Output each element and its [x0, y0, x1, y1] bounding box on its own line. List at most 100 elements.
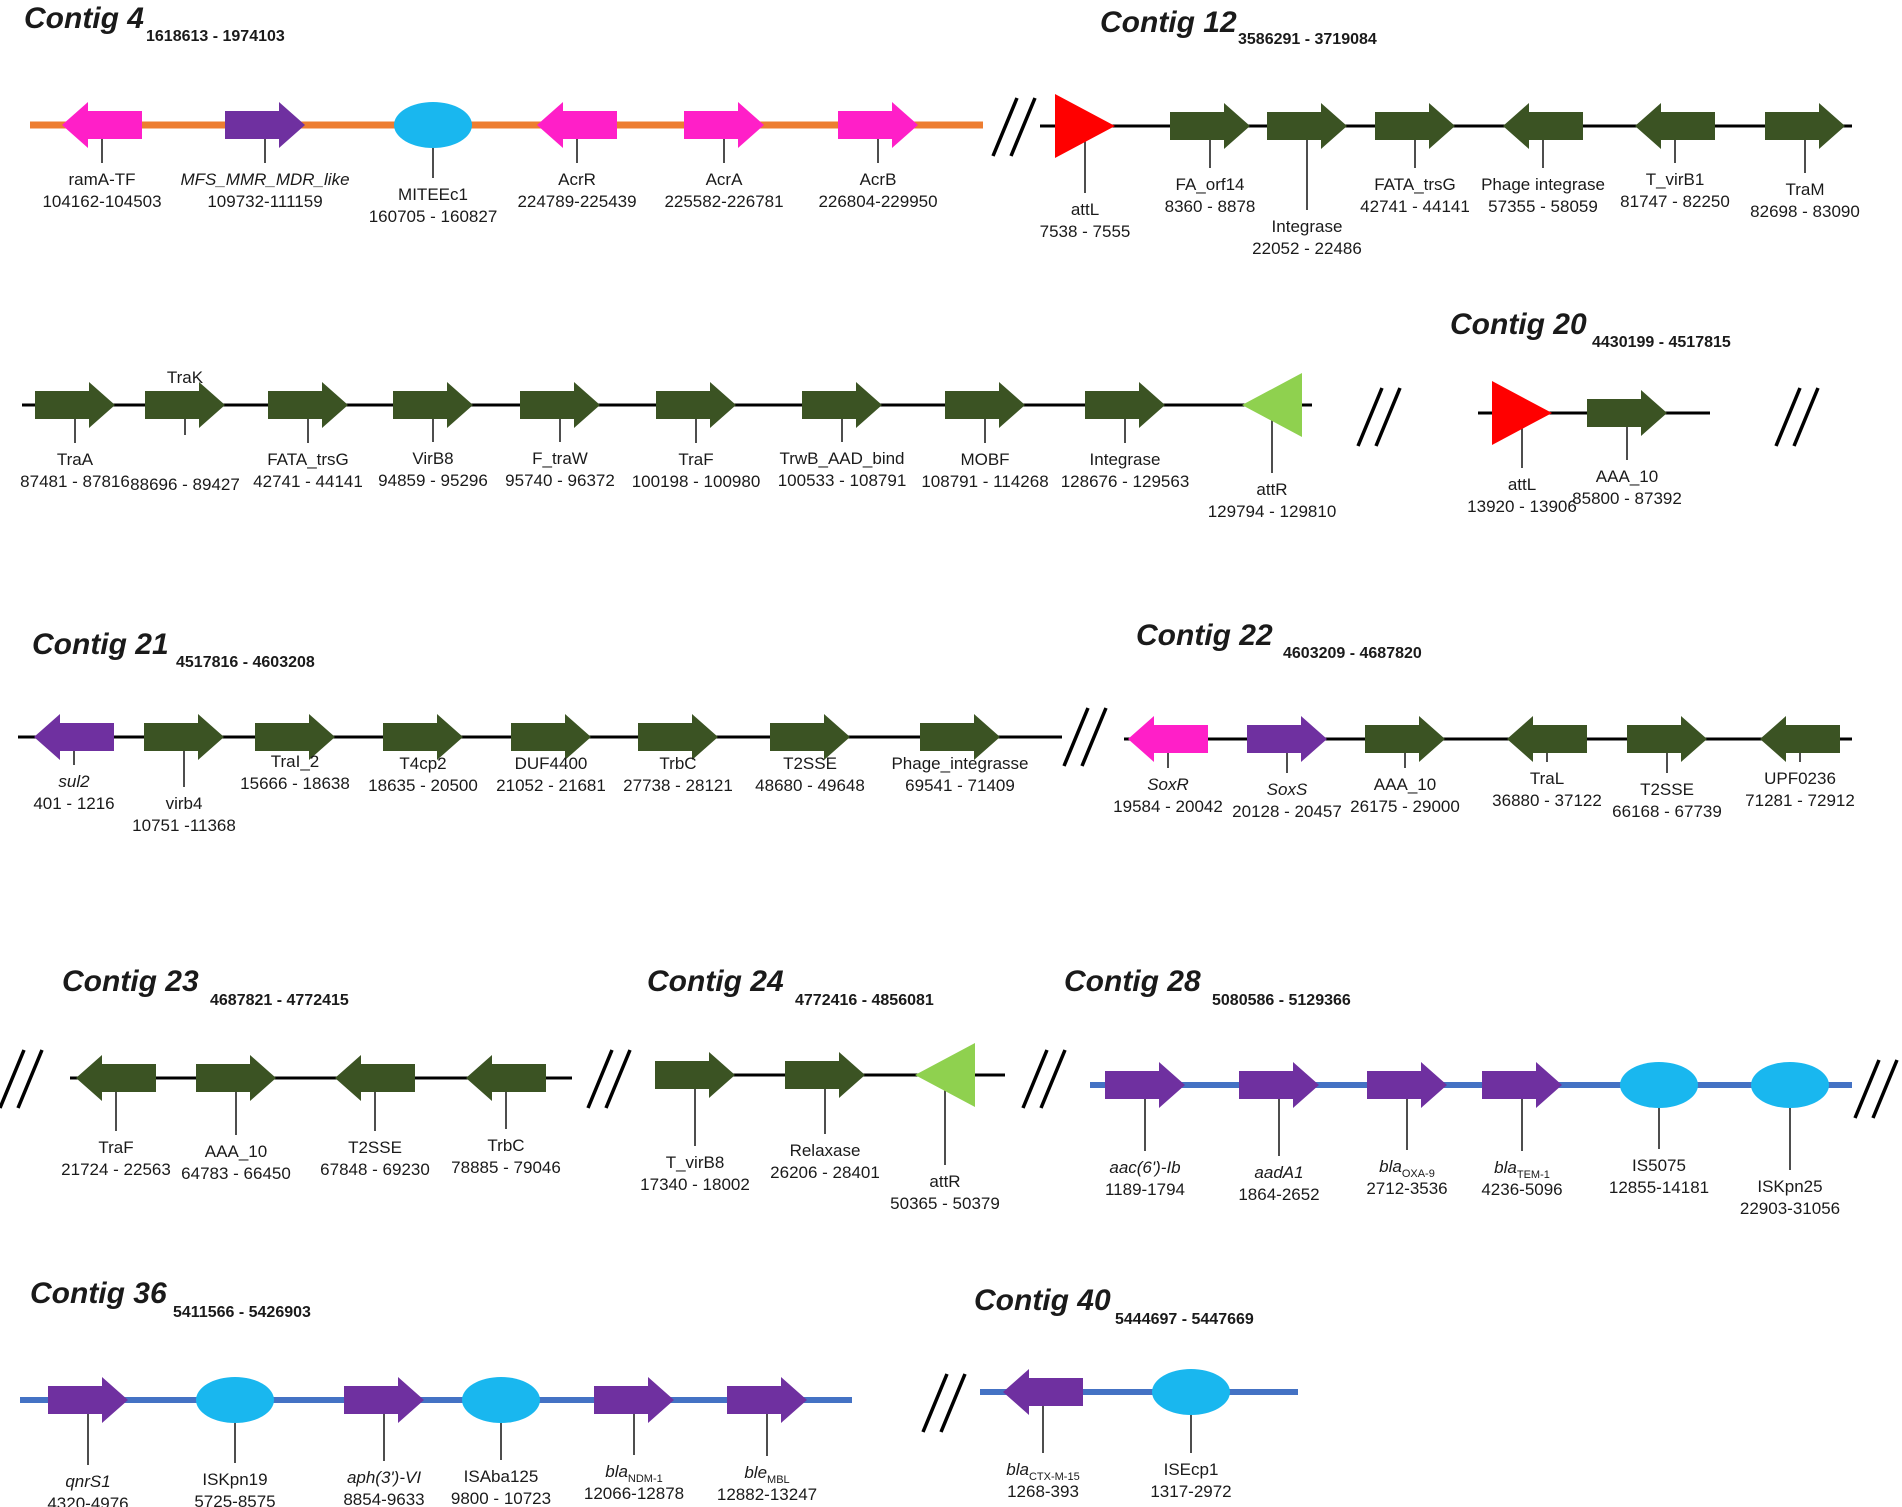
- gene-name: aac(6')-Ib: [1109, 1158, 1180, 1177]
- gene-trai-2-shape: [255, 714, 335, 760]
- gene-coord: 17340 - 18002: [640, 1175, 750, 1194]
- gene-iskpn19-shape: [196, 1377, 274, 1423]
- gene-name: MFS_MMR_MDR_like: [180, 170, 349, 189]
- gene-name: aph(3')-VI: [347, 1468, 421, 1487]
- gene-duf4400-shape: [511, 714, 591, 760]
- gene-coord: 4320-4976: [47, 1494, 128, 1507]
- gene-bla-ctx-m-15-shape: [1003, 1369, 1083, 1415]
- contig-range: 4430199 - 4517815: [1592, 334, 1731, 351]
- gene-name: TrbC: [659, 754, 696, 773]
- gene-name: T_virB1: [1646, 170, 1705, 189]
- gene-coord: 104162-104503: [42, 192, 161, 211]
- gene-name: sul2: [58, 772, 90, 791]
- gene-name: MITEEc1: [398, 185, 468, 204]
- gene-coord: 78885 - 79046: [451, 1158, 561, 1177]
- gene-phage-integrasse-shape: [920, 714, 1000, 760]
- gene-name: AAA_10: [1374, 775, 1436, 794]
- gene-name: ISAba125: [464, 1467, 539, 1486]
- gene-coord: 71281 - 72912: [1745, 791, 1855, 810]
- gene-aaa-10-shape: [1587, 390, 1667, 436]
- gene-upf0236-shape: [1760, 716, 1840, 762]
- gene-coord: 401 - 1216: [33, 794, 114, 813]
- gene-isaba125-shape: [462, 1377, 540, 1423]
- gene-mobf-shape: [945, 382, 1025, 428]
- gene-t4cp2: T4cp2 18635 - 20500: [368, 714, 478, 795]
- gene-tral-shape: [1507, 716, 1587, 762]
- gene-name: attR: [1256, 480, 1287, 499]
- gene-name: TraI_2: [271, 752, 320, 771]
- gene-t2sse-shape: [770, 714, 850, 760]
- gene-name: AcrB: [860, 170, 897, 189]
- gene-tram-shape: [1765, 103, 1845, 149]
- gene-name: TraF: [98, 1138, 133, 1157]
- gene-name: FATA_trsG: [267, 450, 349, 469]
- gene-name: T2SSE: [783, 754, 837, 773]
- gene-coord: 12882-13247: [717, 1485, 817, 1504]
- gene-coord: 4236-5096: [1481, 1180, 1562, 1199]
- gene-name: Relaxase: [790, 1141, 861, 1160]
- gene-coord: 57355 - 58059: [1488, 197, 1598, 216]
- gene-coord: 2712-3536: [1366, 1179, 1447, 1198]
- gene-fata-trsg-shape: [268, 382, 348, 428]
- contig-title: Contig 40: [974, 1284, 1111, 1317]
- gene-coord: 26175 - 29000: [1350, 797, 1460, 816]
- gene-name: TraA: [57, 450, 94, 469]
- gene-name: FATA_trsG: [1374, 175, 1456, 194]
- gene-coord: 13920 - 13906: [1467, 497, 1577, 516]
- gene-coord: 100198 - 100980: [632, 472, 761, 491]
- break-mark: [991, 97, 1037, 157]
- gene-name: Integrase: [1272, 217, 1343, 236]
- gene-name: attL: [1071, 200, 1099, 219]
- gene-coord: 26206 - 28401: [770, 1163, 880, 1182]
- contig-title: Contig 20: [1450, 308, 1587, 341]
- gene-coord: 36880 - 37122: [1492, 791, 1602, 810]
- gene-traf-shape: [76, 1055, 156, 1101]
- gene-traf: TraF 100198 - 100980: [632, 382, 761, 491]
- gene-name: TraF: [678, 450, 713, 469]
- gene-fa-orf14-shape: [1170, 103, 1250, 149]
- gene-name: blaOXA-9: [1379, 1157, 1435, 1180]
- gene-name: UPF0236: [1764, 769, 1836, 788]
- contig-title: Contig 36: [30, 1277, 167, 1310]
- gene-name: T4cp2: [399, 754, 446, 773]
- gene-coord: 22903-31056: [1740, 1199, 1840, 1218]
- gene-isecp1-shape: [1152, 1369, 1230, 1415]
- gene-coord: 18635 - 20500: [368, 776, 478, 795]
- gene-name: bleMBL: [744, 1463, 789, 1486]
- gene-name: Phage integrase: [1481, 175, 1605, 194]
- gene-name: blaNDM-1: [605, 1462, 663, 1485]
- gene-is5075-shape: [1620, 1062, 1698, 1108]
- gene-name: T2SSE: [1640, 780, 1694, 799]
- gene-aaa-10-shape: [1365, 716, 1445, 762]
- gene-name: DUF4400: [515, 754, 588, 773]
- gene-traf-shape: [656, 382, 736, 428]
- gene-attl-shape: [1492, 381, 1552, 445]
